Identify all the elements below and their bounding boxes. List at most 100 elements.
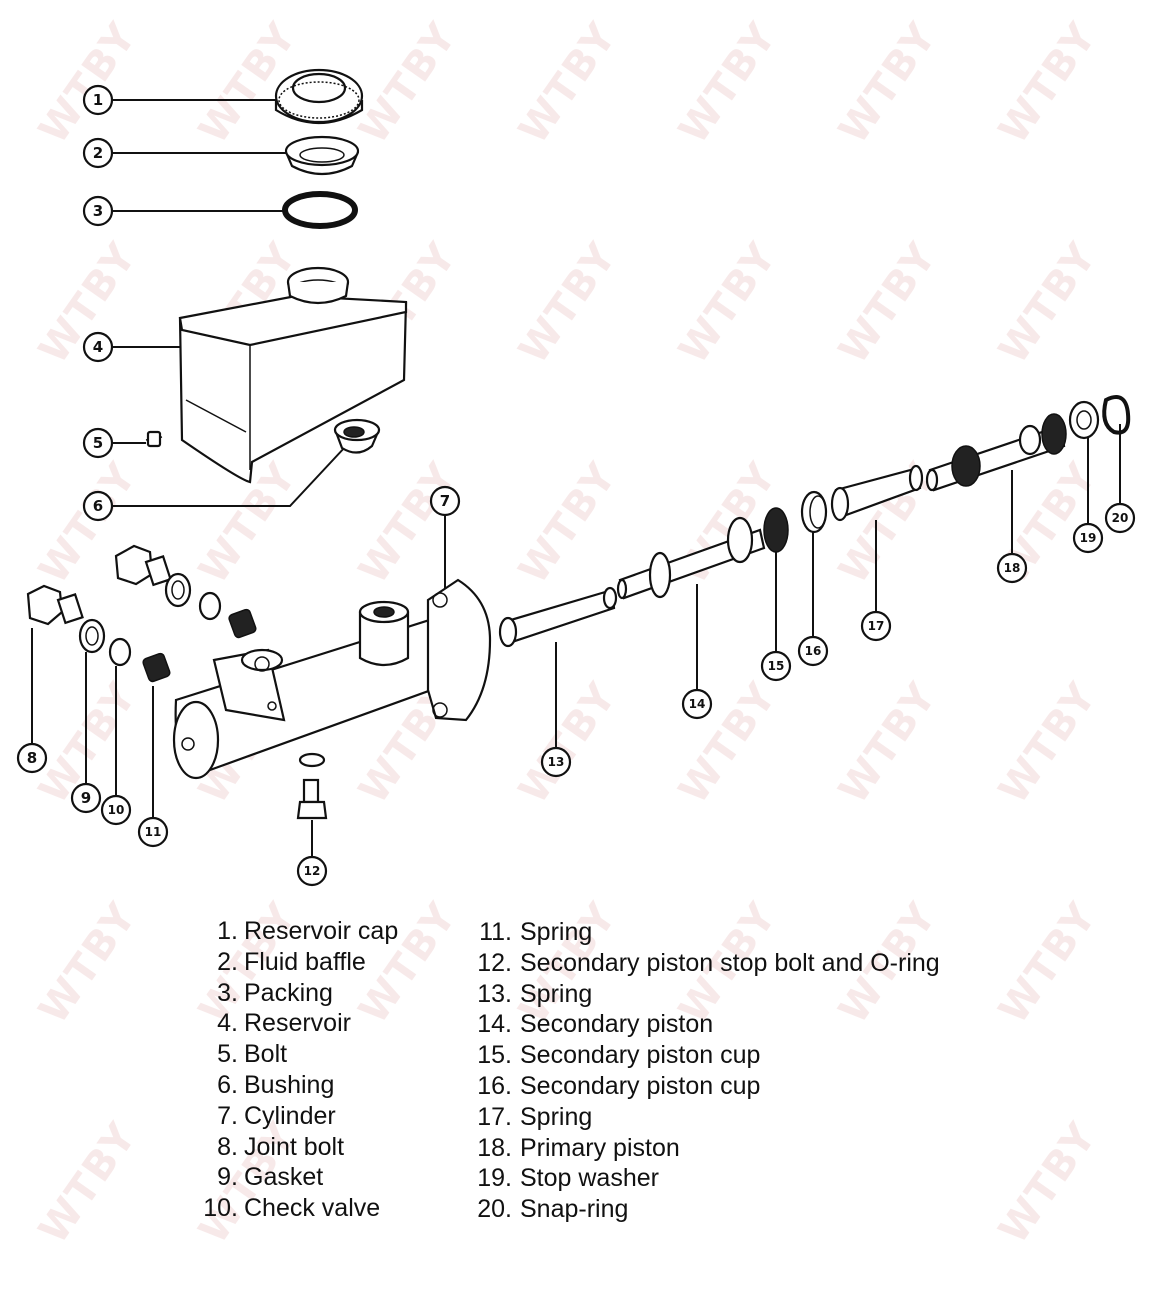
legend-item: 15.Secondary piston cup xyxy=(462,1040,940,1071)
legend-label: Bushing xyxy=(244,1070,335,1099)
gasket xyxy=(78,572,192,654)
legend-item: 14.Secondary piston xyxy=(462,1009,940,1040)
secondary-piston-cup-15 xyxy=(763,507,789,553)
spring-17 xyxy=(830,464,924,522)
legend-number: 9. xyxy=(217,1163,238,1192)
legend-number: 7. xyxy=(217,1101,238,1130)
leader-lines xyxy=(31,99,1121,857)
legend-number: 11. xyxy=(479,918,512,946)
callout-5: 5 xyxy=(82,427,114,459)
legend-column-left: 1.Reservoir cap 2.Fluid baffle 3.Packing… xyxy=(188,916,398,1224)
callout-14: 14 xyxy=(681,688,713,720)
legend-item: 6.Bushing xyxy=(188,1070,398,1101)
callout-label: 3 xyxy=(93,202,103,220)
callout-1: 1 xyxy=(82,84,114,116)
legend-label: Packing xyxy=(244,978,333,1007)
legend-label: Spring xyxy=(520,979,593,1008)
legend-column-right: 11. Spring 12. Secondary piston stop bolt … xyxy=(462,917,940,1225)
legend-label: Primary piston xyxy=(520,1133,680,1162)
packing-ring xyxy=(282,191,358,229)
legend-number: 2. xyxy=(217,947,238,976)
legend-label: Reservoir xyxy=(244,1009,351,1038)
legend-number: 5. xyxy=(217,1040,238,1069)
callout-label: 18 xyxy=(1004,561,1021,575)
legend-number: 15. xyxy=(477,1041,512,1070)
legend-label: Gasket xyxy=(244,1163,324,1192)
callout-19: 19 xyxy=(1072,522,1104,554)
callout-label: 8 xyxy=(27,749,37,767)
legend-label: Secondary piston stop bolt and O-ring xyxy=(520,948,940,977)
callout-18: 18 xyxy=(996,552,1028,584)
legend-number: 20. xyxy=(477,1195,512,1224)
leader-line-6 xyxy=(112,445,347,507)
reservoir xyxy=(178,266,408,484)
spring-13 xyxy=(498,586,618,648)
legend-number: 13. xyxy=(477,979,512,1008)
legend-number: 17. xyxy=(477,1102,512,1131)
callout-7: 7 xyxy=(429,485,461,517)
legend-item: 3.Packing xyxy=(188,978,398,1009)
legend-number: 3. xyxy=(217,978,238,1007)
legend-item: 20.Snap-ring xyxy=(462,1194,940,1225)
legend-item: 16.Secondary piston cup xyxy=(462,1071,940,1102)
legend-item: 7.Cylinder xyxy=(188,1101,398,1132)
legend-item: 12. Secondary piston stop bolt and O-ring xyxy=(462,948,940,979)
legend-number: 12. xyxy=(477,948,512,977)
callout-11: 11 xyxy=(137,816,169,848)
bolt xyxy=(145,430,163,448)
legend-label: Secondary piston xyxy=(520,1010,714,1039)
legend-label: Fluid baffle xyxy=(244,947,366,976)
legend-label: Cylinder xyxy=(244,1101,336,1130)
callout-label: 14 xyxy=(689,697,706,711)
bushing xyxy=(333,418,381,454)
legend-number: 19. xyxy=(477,1164,512,1193)
callout-12: 12 xyxy=(296,855,328,887)
callout-label: 5 xyxy=(93,434,103,452)
legend-item: 2.Fluid baffle xyxy=(188,947,398,978)
legend-item: 13. Spring xyxy=(462,979,940,1010)
callout-15: 15 xyxy=(760,650,792,682)
reservoir-cap xyxy=(274,68,364,125)
callout-3: 3 xyxy=(82,195,114,227)
legend-item: 11. Spring xyxy=(462,917,940,948)
legend-label: Secondary piston cup xyxy=(520,1071,761,1100)
callout-16: 16 xyxy=(797,635,829,667)
callout-4: 4 xyxy=(82,331,114,363)
callout-label: 1 xyxy=(93,91,103,109)
callout-label: 7 xyxy=(440,492,450,510)
legend-item: 10.Check valve xyxy=(188,1193,398,1224)
callout-label: 9 xyxy=(81,789,91,807)
stop-bolt xyxy=(296,752,328,820)
legend-number: 6. xyxy=(217,1070,238,1099)
primary-piston xyxy=(925,413,1067,492)
legend-item: 19.Stop washer xyxy=(462,1163,940,1194)
callout-8: 8 xyxy=(16,742,48,774)
spring-small xyxy=(142,608,257,683)
snap-ring xyxy=(1102,395,1131,435)
callout-label: 6 xyxy=(93,497,103,515)
check-valve xyxy=(108,591,222,667)
legend-item: 1.Reservoir cap xyxy=(188,916,398,947)
legend-item: 17.Spring xyxy=(462,1102,940,1133)
callout-label: 16 xyxy=(805,644,822,658)
callout-6: 6 xyxy=(82,490,114,522)
callout-label: 10 xyxy=(108,803,125,817)
callout-9: 9 xyxy=(70,782,102,814)
callout-label: 13 xyxy=(548,755,565,769)
callout-label: 19 xyxy=(1080,531,1097,545)
legend-label: Spring xyxy=(520,918,593,946)
legend-number: 10. xyxy=(203,1194,238,1223)
legend-item: 4.Reservoir xyxy=(188,1008,398,1039)
legend-number: 8. xyxy=(217,1132,238,1161)
callout-20: 20 xyxy=(1104,502,1136,534)
callout-label: 12 xyxy=(304,864,321,878)
legend-number: 1. xyxy=(217,917,238,945)
secondary-piston-cup-16 xyxy=(800,490,828,534)
legend-label: Reservoir cap xyxy=(244,917,399,945)
callout-17: 17 xyxy=(860,610,892,642)
legend-item: 5.Bolt xyxy=(188,1039,398,1070)
legend-label: Check valve xyxy=(244,1194,381,1223)
legend-item: 18.Primary piston xyxy=(462,1133,940,1164)
joint-bolt xyxy=(26,544,172,626)
